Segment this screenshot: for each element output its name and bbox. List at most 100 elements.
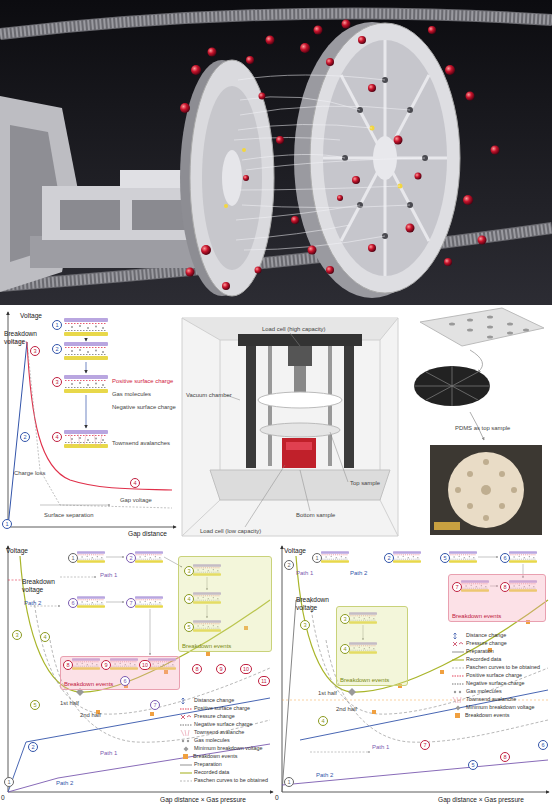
- legend-text: Minimum breakdown voltage: [466, 704, 535, 711]
- legend-item: Pressure change: [452, 640, 507, 647]
- callout-number: 6: [538, 740, 548, 750]
- legend-sample: [452, 649, 464, 655]
- legend-text: Positive surface charge: [466, 672, 522, 679]
- annotation-label: 2nd half: [336, 706, 357, 713]
- callout-number: 1: [4, 777, 14, 787]
- callout-number: 7: [150, 700, 160, 710]
- legend-item: Gas molecules: [180, 737, 230, 744]
- callout-number: 6: [120, 676, 130, 686]
- annotation-label: Path 1: [100, 750, 117, 757]
- legend-text: Recorded data: [194, 769, 229, 776]
- group-title: Breakdown events: [340, 677, 389, 683]
- callout-number: 2: [28, 742, 38, 752]
- legend-sample: [180, 738, 192, 744]
- legend-text: Breakdown events: [465, 712, 509, 719]
- legend-text: Pressure change: [466, 640, 507, 647]
- callout-number: 3: [300, 620, 310, 630]
- legend-sample: [452, 681, 464, 687]
- annotation-label: Breakdown voltage: [296, 596, 336, 611]
- legend-item: Breakdown events: [180, 753, 237, 760]
- legend-item: Paschen curves to be obtained: [180, 777, 268, 784]
- group-title: Breakdown events: [64, 681, 113, 687]
- annotation-label: Positive surface charge: [112, 378, 173, 385]
- annotation-label: Path 2: [56, 780, 73, 787]
- legend-item: Negative surface charge: [452, 680, 524, 687]
- legend-item: Townsend avalanche: [180, 729, 244, 736]
- callout-number: 4: [130, 478, 140, 488]
- callout-number: 8: [63, 660, 73, 670]
- legend-text: Townsend avalanche: [194, 729, 244, 736]
- annotation-label: Bottom sample: [296, 512, 335, 519]
- legend-item: Townsend avalanche: [452, 696, 516, 703]
- legend-sample: [180, 706, 192, 712]
- callout-number: 2: [52, 344, 62, 354]
- callout-number: 1: [312, 553, 322, 563]
- legend-text: Minimum breakdown voltage: [194, 745, 263, 752]
- callout-number: 4: [40, 632, 50, 642]
- legend-item: Positive surface charge: [180, 705, 250, 712]
- annotation-label: Gas molecules: [112, 391, 151, 398]
- annotation-label: Top sample: [350, 480, 380, 487]
- annotation-label: Voltage: [20, 312, 42, 320]
- callout-number: 4: [340, 644, 350, 654]
- legend-sample: [452, 689, 464, 695]
- callout-number: 2: [126, 553, 136, 563]
- legend-text: Preparation: [194, 761, 222, 768]
- legend-item: Pressure change: [180, 713, 235, 720]
- annotation-label: Voltage: [284, 547, 306, 555]
- annotation-label: Path 1: [372, 744, 389, 751]
- annotation-label: Load cell (high capacity): [262, 326, 326, 333]
- legend-text: Preparation: [466, 648, 494, 655]
- annotation-label: Path 1: [296, 570, 313, 577]
- legend-item: Gas molecules: [452, 688, 502, 695]
- legend-sample: [452, 641, 464, 647]
- callout-number: 6: [68, 598, 78, 608]
- annotation-label: Breakdown voltage: [22, 578, 62, 593]
- legend-item: Recorded data: [452, 656, 501, 663]
- callout-number: 3: [340, 614, 350, 624]
- callout-number: 8: [192, 664, 202, 674]
- legend-text: Negative surface charge: [466, 680, 524, 687]
- annotation-label: PDMS as top sample: [455, 425, 510, 432]
- annotation-label: Gap distance × Gas pressure: [438, 796, 524, 804]
- legend-sample: [180, 722, 192, 728]
- legend-text: Negative surface charge: [194, 721, 252, 728]
- callout-number: 5: [440, 553, 450, 563]
- legend-sample: [180, 730, 192, 736]
- legend-sample: [180, 746, 192, 752]
- callout-number: 3: [12, 630, 22, 640]
- annotation-label: Breakdown voltage: [4, 330, 38, 345]
- legend-swatch: [183, 754, 188, 759]
- callout-number: 1: [2, 519, 12, 529]
- legend-sample: [180, 778, 192, 784]
- callout-number: 5: [468, 760, 478, 770]
- annotation-label: Townsend avalanches: [112, 440, 170, 447]
- callout-number: 2: [384, 553, 394, 563]
- annotation-label: Path 2: [350, 570, 367, 577]
- callout-number: 1: [52, 320, 62, 330]
- legend-item: Preparation: [452, 648, 494, 655]
- legend-text: Distance change: [466, 632, 506, 639]
- legend-sample: [452, 697, 464, 703]
- callout-number: 5: [30, 700, 40, 710]
- group-box: Breakdown events: [60, 656, 180, 690]
- callout-number: 9: [216, 664, 226, 674]
- annotation-label: Surface separation: [44, 512, 93, 519]
- callout-number: 11: [258, 676, 270, 686]
- legend-item: Minimum breakdown voltage: [452, 704, 535, 711]
- annotation-label: Path 2: [24, 600, 41, 607]
- callout-number: 3: [52, 377, 62, 387]
- annotation-label: Path 1: [100, 572, 117, 579]
- annotation-label: Voltage: [6, 547, 28, 555]
- annotation-label: 0: [275, 794, 279, 802]
- legend-text: Recorded data: [466, 656, 501, 663]
- legend-sample: [452, 705, 464, 711]
- legend-item: Recorded data: [180, 769, 229, 776]
- annotation-label: 0: [1, 794, 5, 802]
- legend-sample: [452, 633, 464, 639]
- callout-number: 4: [52, 432, 62, 442]
- legend-sample: [452, 657, 464, 663]
- annotation-label: Path 2: [316, 772, 333, 779]
- legend-swatch: [455, 713, 460, 718]
- annotation-label: Gap voltage: [120, 497, 152, 504]
